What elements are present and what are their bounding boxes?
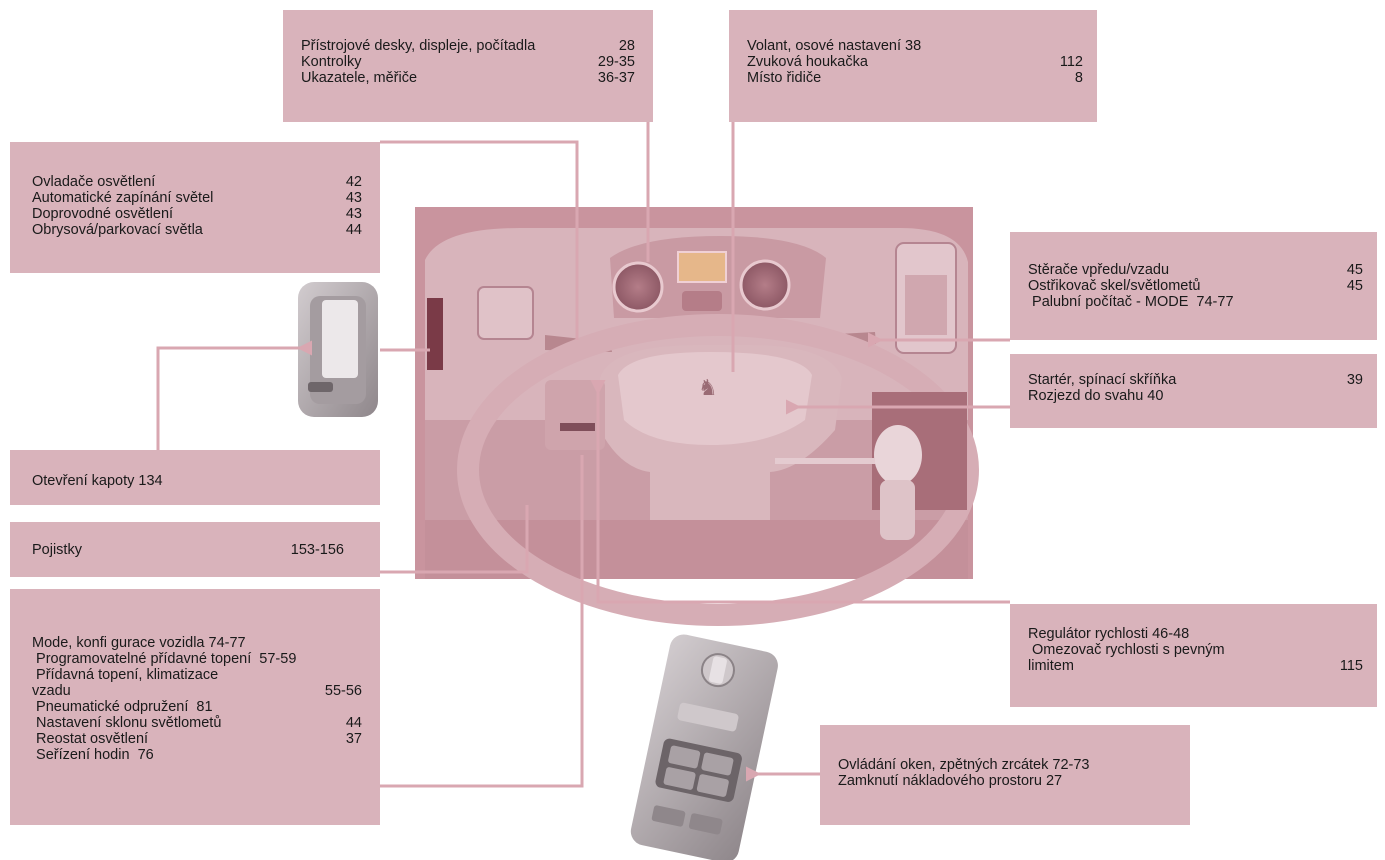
peugeot-logo: ♞ <box>698 376 718 401</box>
left-air-vent <box>478 287 533 339</box>
callout-row: Pneumatické odpružení 81 <box>32 699 362 715</box>
tachometer-gauge <box>741 261 789 309</box>
callout-bonnet: Otevření kapoty 134 <box>10 450 380 505</box>
speedometer-gauge <box>614 263 662 311</box>
callout-row: Seřízení hodin 76 <box>32 747 362 763</box>
callout-row: Přídavná topení, klimatizace <box>32 667 362 683</box>
callout-cruise: Regulátor rychlosti 46-48 Omezovač rychl… <box>1010 604 1377 707</box>
central-display <box>678 252 726 282</box>
callout-row: Omezovač rychlosti s pevným <box>1028 642 1363 658</box>
dashboard-photo: ♞ <box>415 207 973 615</box>
window-control-panel-picture <box>628 632 780 860</box>
callout-row: Zamknutí nákladového prostoru 27 <box>838 773 1172 789</box>
callout-row: Regulátor rychlosti 46-48 <box>1028 626 1363 642</box>
callout-windows: Ovládání oken, zpětných zrcátek 72-73 Za… <box>820 725 1190 825</box>
callout-row: Programovatelné přídavné topení 57-59 <box>32 651 362 667</box>
callout-mode: Mode, konfi gurace vozidla 74-77 Program… <box>10 589 380 825</box>
callout-row: Otevření kapoty 134 <box>32 473 362 489</box>
bonnet-release-handle-picture <box>298 282 378 417</box>
callout-row: Rozjezd do svahu 40 <box>1028 388 1363 404</box>
callout-row: Palubní počítač - MODE 74-77 <box>1028 294 1363 310</box>
callout-row: Volant, osové nastavení 38 <box>747 38 1083 54</box>
callout-row: Mode, konfi gurace vozidla 74-77 <box>32 635 362 651</box>
callout-steering: Volant, osové nastavení 38 Zvuková houka… <box>729 10 1097 122</box>
callout-row: Ovládání oken, zpětných zrcátek 72-73 <box>838 757 1172 773</box>
leader-bonnet <box>158 348 300 450</box>
